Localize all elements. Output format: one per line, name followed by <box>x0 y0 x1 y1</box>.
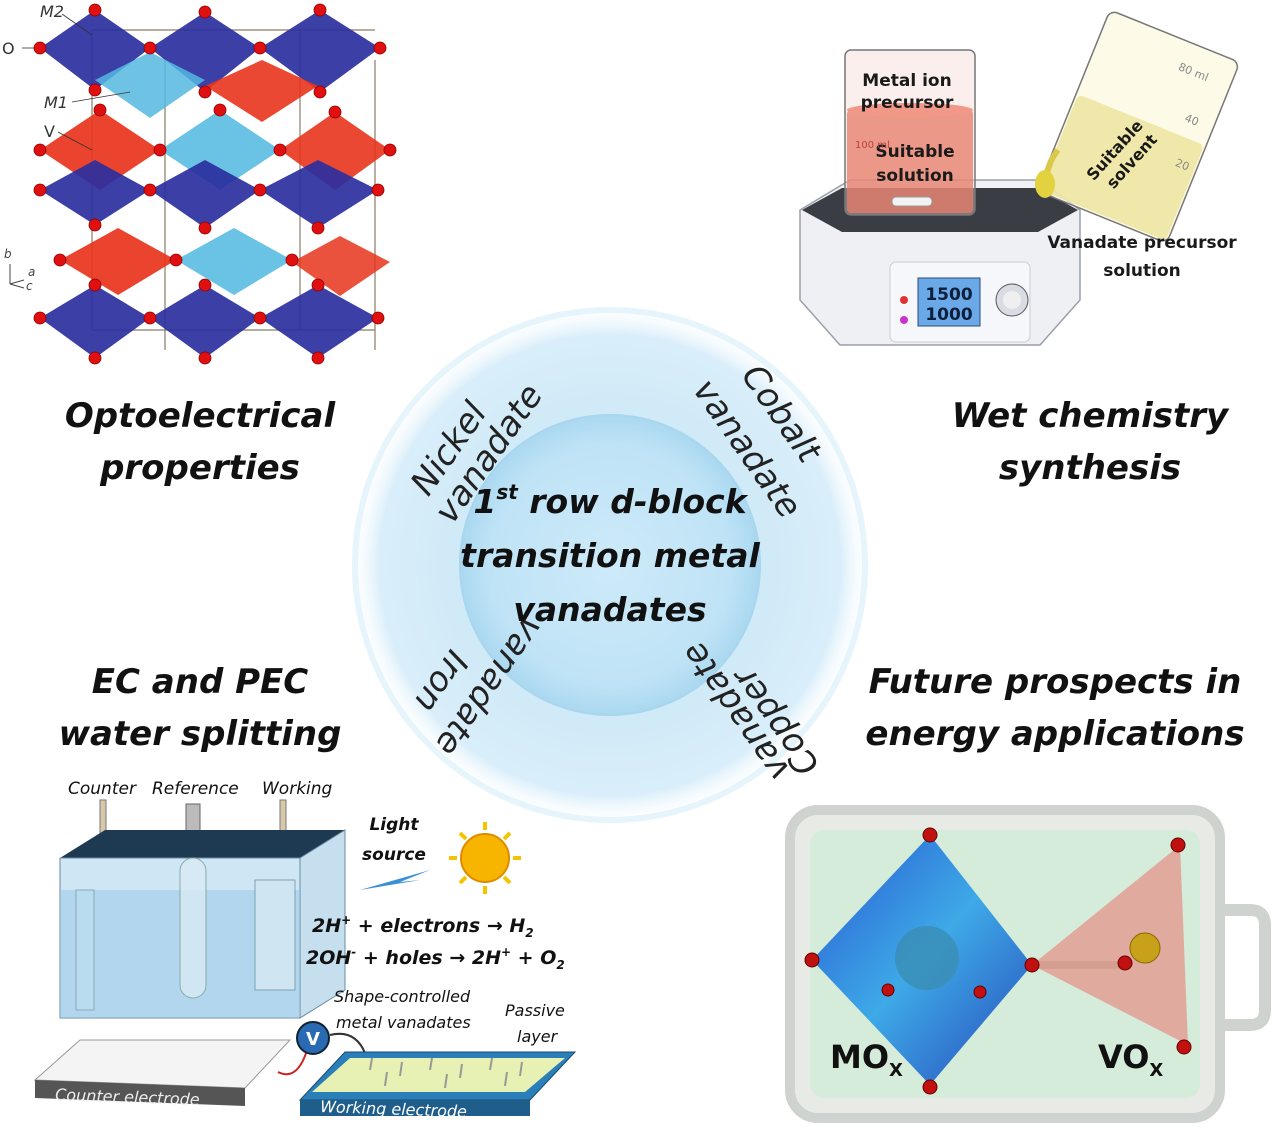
display-line1: 1500 <box>925 285 972 305</box>
title-water-splitting: EC and PEC water splitting <box>58 662 342 754</box>
label-reference: Reference <box>152 779 239 799</box>
title-energy-applications: Future prospects in energy applications <box>865 662 1245 754</box>
reaction-2: 2OH- + holes → 2H+ + O2 <box>306 945 565 972</box>
vox-label: VOX <box>1098 1038 1163 1081</box>
label-m2: M2 <box>40 2 64 21</box>
title-optoelectrical: Optoelectrical properties <box>64 396 336 488</box>
display-line2: 1000 <box>925 305 972 325</box>
inner-disc <box>459 414 761 716</box>
battery-illustration: MOX VOX <box>785 805 1271 1123</box>
crystal-structure: M2 O M1 V b a c <box>2 2 397 365</box>
caption-line1: Vanadate precursor <box>1047 233 1237 253</box>
axis-c: c <box>26 279 33 293</box>
voltmeter-label: V <box>306 1029 320 1050</box>
working-electrode-label: Working electrode <box>320 1097 468 1121</box>
shape-controlled-line1: Shape-controlled <box>334 987 471 1006</box>
beaker-mark-100: 100 ml <box>855 140 890 151</box>
vox-tetrahedron <box>1032 845 1188 1045</box>
wet-chemistry-illustration: 1500 1000 Metal ion precursor Suitable s… <box>799 11 1239 346</box>
label-v: V <box>44 122 55 141</box>
shape-controlled-line2: metal vanadates <box>336 1013 471 1032</box>
reaction-1: 2H+ + electrons → H2 <box>312 913 534 940</box>
counter-electrode-label: Counter electrode <box>55 1085 200 1109</box>
axis-a: a <box>28 265 35 279</box>
label-m1: M1 <box>44 93 68 112</box>
passive-line1: Passive <box>505 1001 565 1020</box>
beaker-label-line1: Metal ion <box>862 71 951 91</box>
title-wet-chemistry: Wet chemistry synthesis <box>951 396 1229 488</box>
center-title-line3: vanadates <box>513 590 706 629</box>
axis-b: b <box>4 247 12 261</box>
beaker-mid-line1: Suitable <box>875 142 954 162</box>
center-title-line2: transition metal <box>460 536 760 575</box>
label-o: O <box>2 39 15 58</box>
beaker-mid-line2: solution <box>876 166 953 186</box>
water-splitting-illustration: Counter Reference Working Light source 2… <box>33 779 577 1121</box>
light-line1: Light <box>369 815 419 835</box>
sun-icon <box>449 822 521 894</box>
mox-label: MOX <box>830 1038 903 1081</box>
caption-line2: solution <box>1103 261 1180 281</box>
center-ring: Nickel vanadate Cobalt vanadate Copper v… <box>348 303 872 827</box>
passive-line2: layer <box>517 1027 559 1046</box>
label-counter: Counter <box>68 779 137 799</box>
label-working: Working <box>262 779 333 799</box>
tilted-mark-20: 20 <box>1173 156 1191 173</box>
beaker-label-line2: precursor <box>861 93 954 113</box>
center-title-line1: 1st row d-block <box>473 480 748 521</box>
tilted-mark-40: 40 <box>1183 111 1201 128</box>
tilted-beaker: 80 ml 40 20 Suitable solvent <box>1038 11 1239 242</box>
voltmeter-icon <box>296 1021 330 1055</box>
beaker <box>844 49 976 216</box>
light-line2: source <box>362 845 426 865</box>
